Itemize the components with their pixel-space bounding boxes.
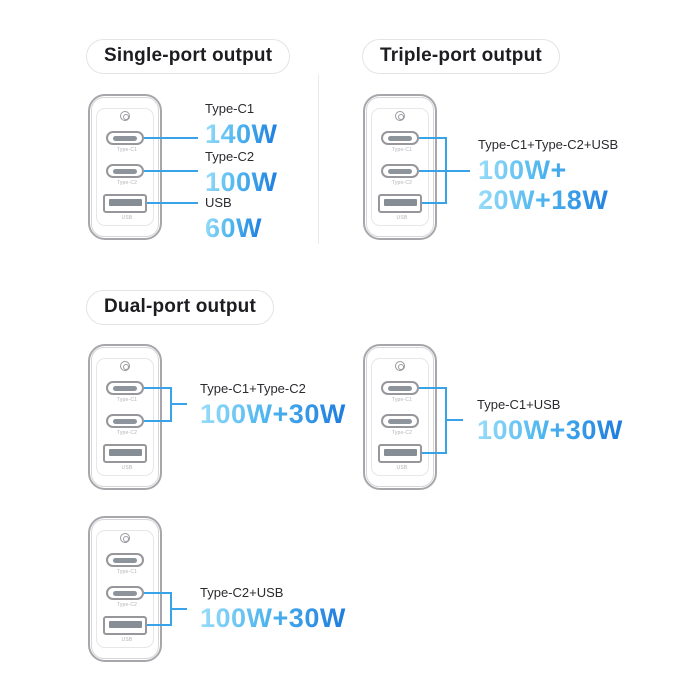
- type-c1-port: [106, 131, 144, 145]
- port-label: Type-C2: [116, 602, 138, 608]
- callout-line: [447, 170, 470, 172]
- type-c2-port: [106, 164, 144, 178]
- power-value: 100W+30W: [200, 399, 346, 429]
- port-label: Type-C2: [391, 180, 413, 186]
- callout-line: [172, 403, 187, 405]
- section-badge-triple-port: Triple-port output: [362, 39, 560, 74]
- usb-a-port: [378, 444, 422, 463]
- callout-line: [144, 137, 198, 139]
- callout-line: [419, 137, 447, 139]
- usb-a-port: [378, 194, 422, 213]
- charger-bezel: [366, 347, 434, 487]
- type-c2-port: [106, 414, 144, 428]
- power-value: 140W: [205, 119, 278, 149]
- port-label: Type-C2: [391, 430, 413, 436]
- charger-bezel: [91, 97, 159, 237]
- type-c2-port: [381, 414, 419, 428]
- callout-line: [447, 419, 463, 421]
- callout-bracket: [445, 387, 447, 454]
- power-value: 60W: [205, 213, 263, 243]
- brand-logo-icon: [120, 111, 130, 121]
- callout-line: [422, 452, 447, 454]
- callout-bracket: [445, 137, 447, 204]
- port-label: USB: [121, 637, 133, 643]
- port-label: Type-C1: [116, 569, 138, 575]
- output-entry: Type-C1 140W: [205, 101, 278, 148]
- port-label: Type-C2: [116, 430, 138, 436]
- power-value: 100W+30W: [200, 603, 346, 633]
- port-label: Type-C1: [116, 147, 138, 153]
- usb-a-port: [103, 444, 147, 463]
- type-c2-port: [106, 586, 144, 600]
- callout-line: [144, 387, 172, 389]
- charger-bezel: [366, 97, 434, 237]
- callout-line: [147, 202, 198, 204]
- callout-line: [419, 387, 447, 389]
- type-c1-port: [106, 553, 144, 567]
- brand-logo-icon: [120, 533, 130, 543]
- port-label: USB: [396, 215, 408, 221]
- port-combo-label: Type-C1+Type-C2: [200, 381, 306, 396]
- power-value-line2: 20W+18W: [478, 185, 618, 215]
- port-combo-label: Type-C1+USB: [477, 397, 561, 412]
- type-c2-port: [381, 164, 419, 178]
- port-label: Type-C1: [391, 397, 413, 403]
- usb-a-port: [103, 194, 147, 213]
- charger-bezel: [91, 519, 159, 659]
- charger-illustration-dual-c1usb: Type-C1 Type-C2 USB: [363, 344, 437, 490]
- callout-line: [422, 202, 447, 204]
- port-combo-label: Type-C2: [205, 149, 255, 164]
- type-c1-port: [381, 131, 419, 145]
- port-combo-label: Type-C1: [205, 101, 255, 116]
- port-label: USB: [121, 215, 133, 221]
- brand-logo-icon: [120, 361, 130, 371]
- charger-illustration-triple: Type-C1 Type-C2 USB: [363, 94, 437, 240]
- callout-line: [144, 420, 172, 422]
- output-entry: Type-C2+USB 100W+30W: [200, 585, 346, 632]
- section-badge-single-port: Single-port output: [86, 39, 291, 74]
- output-entry: Type-C1+Type-C2 100W+30W: [200, 381, 346, 428]
- type-c1-port: [106, 381, 144, 395]
- output-entry: USB 60W: [205, 195, 262, 242]
- port-label: USB: [396, 465, 408, 471]
- port-label: Type-C2: [116, 180, 138, 186]
- callout-line: [172, 608, 187, 610]
- section-badge-dual-port: Dual-port output: [86, 290, 274, 325]
- port-label: Type-C1: [116, 397, 138, 403]
- brand-logo-icon: [395, 111, 405, 121]
- type-c1-port: [381, 381, 419, 395]
- power-value: 100W+30W: [477, 415, 623, 445]
- section-divider: [318, 74, 319, 244]
- port-label: USB: [121, 465, 133, 471]
- charger-bezel: [91, 347, 159, 487]
- power-value: 100W: [205, 167, 278, 197]
- charger-illustration-dual-c1c2: Type-C1 Type-C2 USB: [88, 344, 162, 490]
- output-entry: Type-C2 100W: [205, 149, 278, 196]
- callout-line: [144, 592, 172, 594]
- power-value-line1: 100W+: [478, 155, 618, 185]
- callout-bracket: [170, 592, 172, 626]
- port-combo-label: Type-C1+Type-C2+USB: [478, 137, 619, 152]
- charger-illustration-dual-c2usb: Type-C1 Type-C2 USB: [88, 516, 162, 662]
- callout-line: [419, 170, 447, 172]
- brand-logo-icon: [395, 361, 405, 371]
- usb-a-port: [103, 616, 147, 635]
- callout-bracket: [170, 387, 172, 422]
- output-entry: Type-C1+USB 100W+30W: [477, 397, 623, 444]
- charger-illustration-single: Type-C1 Type-C2 USB: [88, 94, 162, 240]
- output-entry: Type-C1+Type-C2+USB 100W+ 20W+18W: [478, 137, 618, 215]
- port-label: Type-C1: [391, 147, 413, 153]
- callout-line: [147, 624, 172, 626]
- callout-line: [144, 170, 198, 172]
- port-combo-label: Type-C2+USB: [200, 585, 284, 600]
- port-combo-label: USB: [205, 195, 232, 210]
